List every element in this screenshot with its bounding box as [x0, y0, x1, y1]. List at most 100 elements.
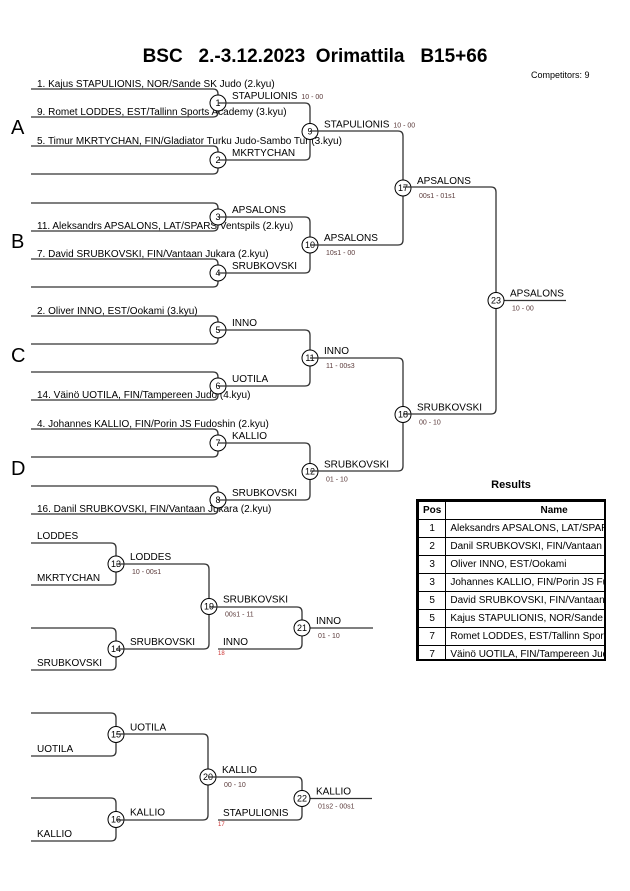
entry-label: 9. Romet LODDES, EST/Tallinn Sports Acad… [37, 107, 287, 118]
match-score-22: 01s2 - 00s1 [318, 804, 355, 811]
match-winner-17: APSALONS [417, 176, 471, 187]
entry-label: 11. Aleksandrs APSALONS, LAT/SPARS Vents… [37, 221, 293, 232]
bracket-line-5 [31, 315, 219, 345]
match-winner-19: SRUBKOVSKI [223, 595, 288, 606]
pool-letter-D: D [11, 458, 25, 480]
result-pos: 1 [418, 519, 447, 538]
entry-label: 1. Kajus STAPULIONIS, NOR/Sande SK Judo … [37, 79, 275, 90]
repechage-entry-label: SRUBKOVSKI [37, 658, 102, 669]
result-name: Danil SRUBKOVSKI, FIN/Vantaan Jukara [445, 537, 604, 556]
match-winner-8: SRUBKOVSKI [232, 488, 297, 499]
match-winner-5: INNO [232, 318, 257, 329]
match-score-1: 10 - 00 [301, 94, 323, 101]
crossover-name-22: STAPULIONIS [223, 808, 289, 819]
bracket-line-17 [310, 130, 404, 246]
match-winner-9: STAPULIONIS [324, 120, 390, 131]
result-pos: 3 [418, 573, 447, 592]
match-score-17: 00s1 - 01s1 [419, 193, 456, 200]
match-number-21: 21 [297, 623, 307, 633]
match-circle-21 [293, 619, 311, 637]
crossover-from-22: 17 [218, 822, 225, 828]
repechage-entry-label: LODDES [37, 531, 78, 542]
match-winner-7: KALLIO [232, 431, 267, 442]
match-winner-22: KALLIO [316, 787, 351, 798]
match-score-9: 10 - 00 [393, 123, 415, 130]
entry-label: 5. Timur MKRTYCHAN, FIN/Gladiator Turku … [37, 136, 342, 147]
name-header: Name [445, 501, 604, 520]
entry-label: 4. Johannes KALLIO, FIN/Porin JS Fudoshi… [37, 419, 269, 430]
match-winner-21: INNO [316, 616, 341, 627]
repechage-entry-label: KALLIO [37, 829, 72, 840]
match-winner-13: LODDES [130, 552, 171, 563]
bracket-line-2 [31, 145, 219, 175]
bracket-line-18 [310, 357, 404, 472]
match-winner-15: UOTILA [130, 723, 166, 734]
result-name: Kajus STAPULIONIS, NOR/Sande SK Judo [445, 609, 604, 628]
match-circle-17 [394, 179, 412, 197]
bracket-line-23 [403, 186, 497, 415]
match-score-23: 10 - 00 [512, 306, 534, 313]
match-score-12: 01 - 10 [326, 477, 348, 484]
match-winner-23: APSALONS [510, 289, 564, 300]
match-winner-16: KALLIO [130, 808, 165, 819]
result-pos: 5 [418, 609, 447, 628]
entry-label: 2. Oliver INNO, EST/Ookami (3.kyu) [37, 306, 198, 317]
result-name: Väinö UOTILA, FIN/Tampereen Judo [445, 645, 604, 659]
crossover-from-21: 18 [218, 651, 225, 657]
result-name: Aleksandrs APSALONS, LAT/SPARS Ventspils [445, 519, 604, 538]
match-circle-22 [293, 790, 311, 807]
match-winner-14: SRUBKOVSKI [130, 637, 195, 648]
pool-letter-B: B [11, 231, 24, 253]
result-pos: 2 [418, 537, 447, 556]
pool-letter-C: C [11, 345, 25, 367]
match-winner-4: SRUBKOVSKI [232, 261, 297, 272]
pos-header: Pos [418, 501, 447, 520]
match-number-17: 17 [398, 183, 408, 193]
entry-label: 7. David SRUBKOVSKI, FIN/Vantaan Jukara … [37, 249, 269, 260]
pool-letter-A: A [11, 117, 25, 139]
match-winner-10: APSALONS [324, 233, 378, 244]
result-name: Johannes KALLIO, FIN/Porin JS Fudoshin [445, 573, 604, 592]
page-title: BSC 2.-3.12.2023 Orimattila B15+66 [142, 46, 488, 67]
results-title: Results [491, 479, 531, 491]
match-winner-11: INNO [324, 346, 349, 357]
entry-label: 16. Danil SRUBKOVSKI, FIN/Vantaan Jukara… [37, 504, 271, 515]
competitors-count: Competitors: 9 [531, 70, 590, 80]
crossover-name-21: INNO [223, 637, 248, 648]
result-name: David SRUBKOVSKI, FIN/Vantaan Jukara [445, 591, 604, 610]
match-winner-1: STAPULIONIS [232, 91, 298, 102]
repechage-entry-label: UOTILA [37, 744, 73, 755]
match-winner-18: SRUBKOVSKI [417, 403, 482, 414]
result-name: Romet LODDES, EST/Tallinn Sports Academy [445, 627, 604, 646]
match-score-18: 00 - 10 [419, 420, 441, 427]
match-score-20: 00 - 10 [224, 782, 246, 789]
match-winner-20: KALLIO [222, 765, 257, 776]
match-score-21: 01 - 10 [318, 633, 340, 640]
match-score-19: 00s1 - 11 [225, 612, 254, 619]
bracket-line-4 [31, 258, 219, 288]
match-score-13: 10 - 00s1 [132, 569, 161, 576]
result-pos: 7 [418, 627, 447, 646]
result-pos: 5 [418, 591, 447, 610]
match-score-10: 10s1 - 00 [326, 250, 355, 257]
result-pos: 3 [418, 555, 447, 574]
match-winner-12: SRUBKOVSKI [324, 460, 389, 471]
match-winner-6: UOTILA [232, 374, 268, 385]
entry-label: 14. Väinö UOTILA, FIN/Tampereen Judo (4.… [37, 390, 250, 401]
match-circle-23 [487, 292, 505, 309]
match-number-23: 23 [491, 296, 501, 306]
match-number-22: 22 [297, 794, 307, 804]
results-header-row: Pos Name [418, 501, 604, 520]
repechage-entry-label: MKRTYCHAN [37, 573, 100, 584]
match-winner-3: APSALONS [232, 205, 286, 216]
result-pos: 7 [418, 645, 447, 659]
